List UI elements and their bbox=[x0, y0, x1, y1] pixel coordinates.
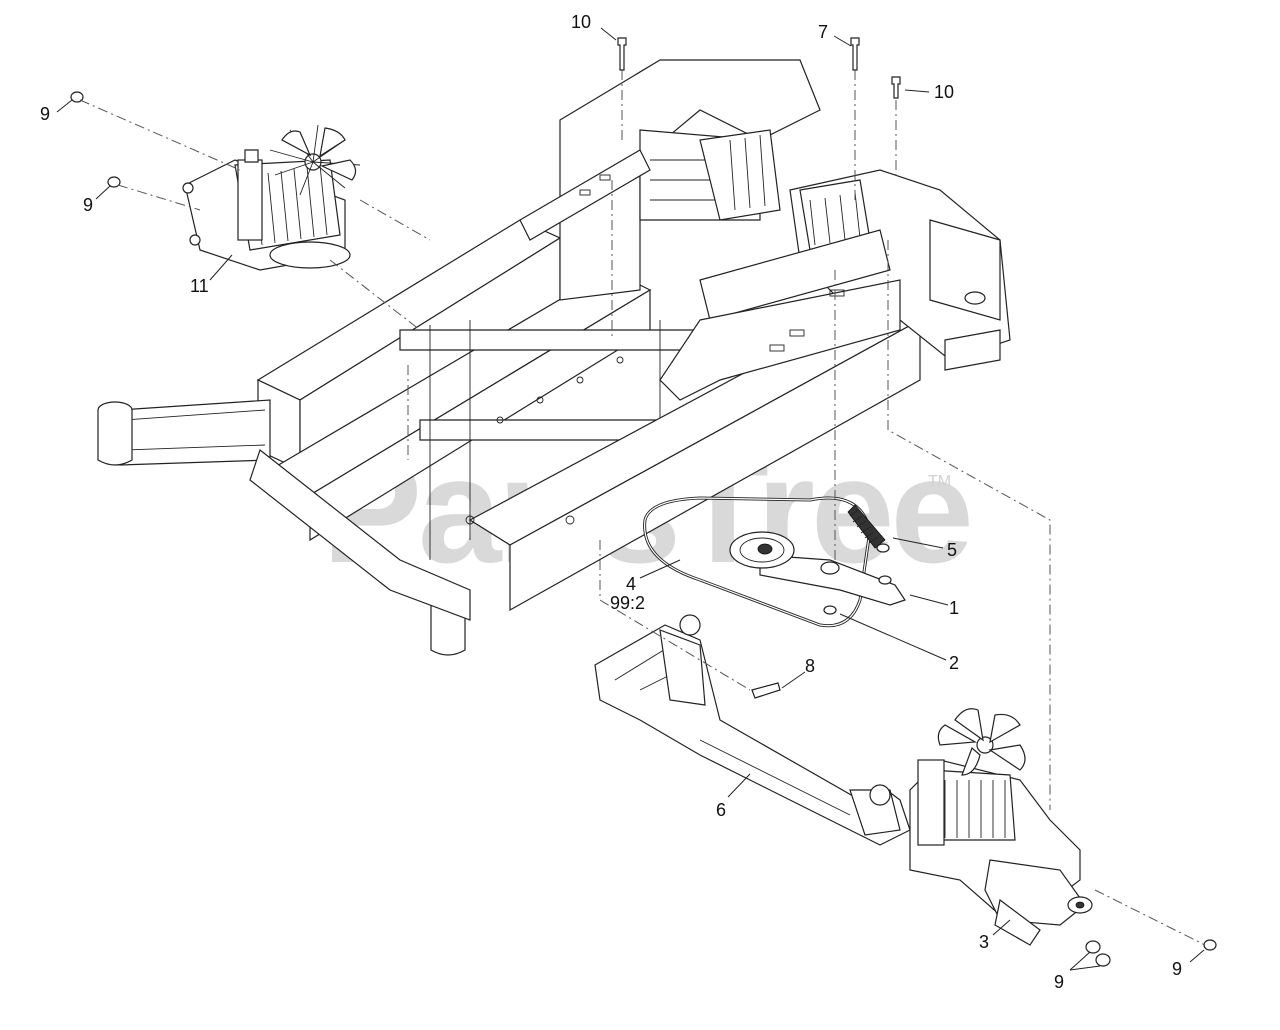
callout-9-b: 9 bbox=[83, 195, 93, 215]
callout-4-qty: 99:2 bbox=[610, 593, 645, 613]
left-cooling-fan bbox=[269, 124, 361, 196]
callout-7: 7 bbox=[818, 22, 828, 42]
bolts-and-nuts bbox=[70, 37, 1217, 967]
callout-11: 11 bbox=[190, 276, 209, 296]
callout-leaders bbox=[56, 27, 1205, 971]
idler-arm-assembly bbox=[729, 531, 906, 606]
callout-9-d: 9 bbox=[1172, 959, 1182, 979]
pump-mount-bracket bbox=[594, 614, 911, 846]
extension-spring bbox=[847, 504, 890, 553]
watermark-trademark: TM bbox=[928, 473, 951, 490]
callout-10-right: 10 bbox=[934, 82, 954, 102]
callout-6: 6 bbox=[716, 800, 726, 820]
right-hydro-transaxle bbox=[909, 708, 1093, 946]
callout-10-top: 10 bbox=[571, 12, 591, 32]
left-hydro-transaxle bbox=[182, 124, 361, 271]
callout-1: 1 bbox=[949, 598, 959, 618]
callout-labels: 10 7 10 9 9 11 5 4 99:2 1 2 8 6 3 9 9 bbox=[40, 12, 1182, 992]
assembly-lines bbox=[79, 70, 1206, 946]
callout-4: 4 bbox=[626, 574, 636, 594]
callout-2: 2 bbox=[949, 653, 959, 673]
right-cooling-fan bbox=[937, 708, 1026, 776]
callout-8: 8 bbox=[805, 656, 815, 676]
callout-9-a: 9 bbox=[40, 104, 50, 124]
callout-5: 5 bbox=[947, 540, 957, 560]
mower-frame bbox=[97, 59, 1011, 656]
callout-9-c: 9 bbox=[1054, 972, 1064, 992]
callout-3: 3 bbox=[979, 932, 989, 952]
